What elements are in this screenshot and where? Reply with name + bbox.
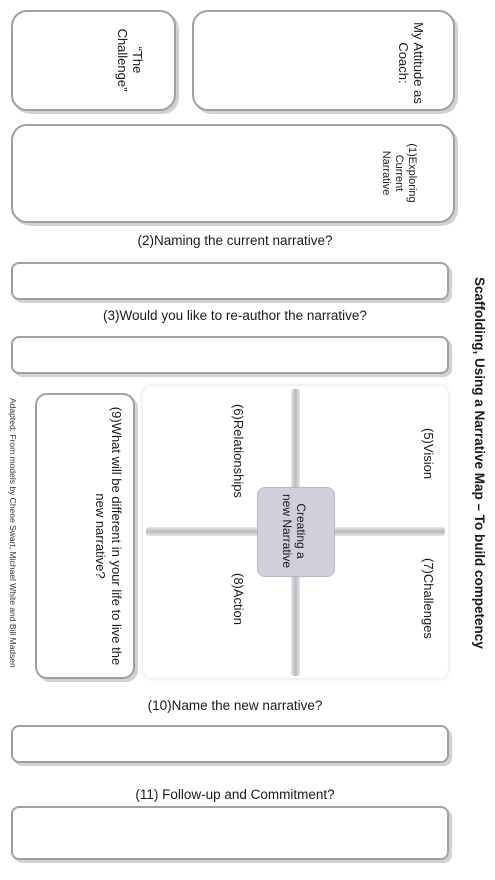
- naming-label: (2)Naming the current narrative?: [137, 233, 333, 248]
- map-relationships: (6)Relationships: [231, 404, 246, 498]
- map-challenges: (7)Challenges: [421, 558, 436, 639]
- name-new-label: (10)Name the new narrative?: [147, 698, 323, 713]
- map-vision: (5)Vision: [421, 428, 436, 480]
- exploring-box[interactable]: [11, 124, 455, 223]
- exploring-text: (1)Exploring Current Narrative: [380, 143, 419, 203]
- reauthor-label: (3)Would you like to re-author the narra…: [103, 308, 367, 323]
- name-new-field[interactable]: [11, 725, 449, 763]
- naming-field[interactable]: [11, 262, 449, 300]
- challenge-text: “The Challenge”: [115, 28, 145, 92]
- map-action: (8)Action: [231, 573, 246, 626]
- what-different-box[interactable]: [35, 393, 135, 679]
- page-title: Scaffolding, Using a Narrative Map – To …: [472, 277, 487, 649]
- reauthor-field[interactable]: [11, 336, 449, 374]
- map-center: [257, 487, 335, 577]
- what-different-text: (9)What will be different in your life t…: [93, 406, 124, 666]
- credit-note: Adapted: From models by Chene Swart, Mic…: [8, 398, 18, 668]
- followup-label: (11) Follow-up and Commitment?: [135, 787, 335, 802]
- map-center-text: Creating a new Narrative: [280, 493, 308, 569]
- challenge-box[interactable]: [11, 10, 176, 111]
- attitude-text: My Attitude as Coach:: [396, 22, 426, 104]
- followup-field[interactable]: [11, 806, 449, 860]
- attitude-box[interactable]: [192, 10, 455, 111]
